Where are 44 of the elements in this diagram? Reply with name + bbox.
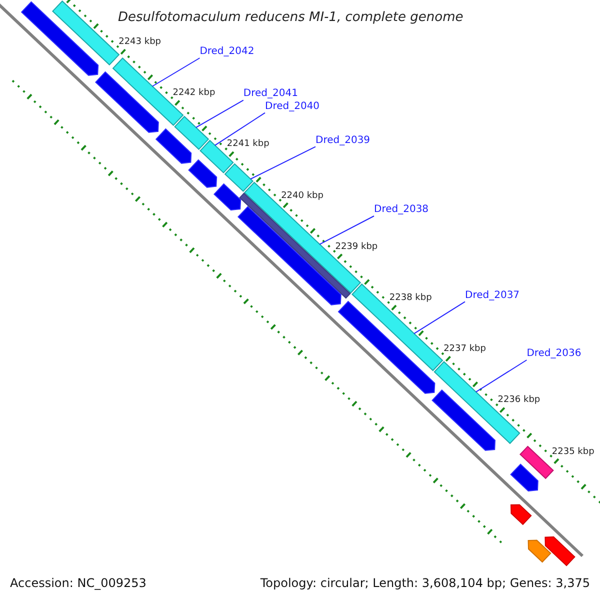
- gene-bar: [434, 361, 520, 444]
- gene-bar: [352, 283, 444, 372]
- gene-bar: [432, 389, 496, 451]
- scale-label: 2236 kbp: [498, 395, 540, 406]
- accession-text: Accession: NC_009253: [10, 576, 146, 590]
- gene-label: Dred_2041: [243, 88, 298, 100]
- leader-line: [250, 146, 316, 180]
- gene-bar: [338, 300, 436, 394]
- leader-line: [319, 216, 374, 245]
- gene-bar: [528, 540, 552, 563]
- gene-label: Dred_2042: [200, 46, 254, 58]
- gene-bar: [20, 1, 99, 76]
- gene-label: Dred_2037: [465, 290, 520, 302]
- genome-info-text: Topology: circular; Length: 3,608,104 bp; Genes: 3,375: [260, 576, 590, 590]
- gene-bar: [544, 536, 576, 566]
- gene-bar: [155, 128, 192, 164]
- scale-label: 2241 kbp: [226, 139, 270, 150]
- gene-label: Dred_2040: [265, 100, 320, 113]
- gene-label: Dred_2038: [374, 204, 429, 216]
- leader-line: [196, 100, 244, 128]
- gene-bar: [244, 182, 362, 294]
- gene-bar: [188, 159, 218, 188]
- scale-label: 2239 kbp: [335, 242, 378, 253]
- title: Desulfotomaculum reducens MI-1, complete genome: [118, 10, 464, 26]
- scale-label: 2242 kbp: [172, 88, 216, 100]
- gene-label: Dred_2039: [316, 134, 370, 147]
- gene-bar: [510, 464, 538, 492]
- gene-label: Dred_2036: [526, 348, 582, 360]
- gene-bar: [174, 116, 210, 150]
- leader-line: [414, 301, 466, 334]
- leader-line: [214, 112, 266, 146]
- gene-bar: [52, 0, 120, 66]
- scale-label: 2235 kbp: [552, 446, 594, 458]
- gene-bar: [520, 446, 554, 480]
- scale-label: 2238 kbp: [389, 292, 432, 304]
- scale-label: 2243 kbp: [118, 37, 161, 48]
- gene-bar: [95, 71, 159, 133]
- gene-bar: [510, 504, 532, 526]
- leader-line: [152, 58, 200, 87]
- scale-label: 2240 kbp: [281, 190, 324, 202]
- scale-label: 2237 kbp: [444, 344, 486, 356]
- gene-bar: [214, 183, 242, 211]
- leader-line: [475, 360, 528, 392]
- gene-bar: [224, 163, 254, 192]
